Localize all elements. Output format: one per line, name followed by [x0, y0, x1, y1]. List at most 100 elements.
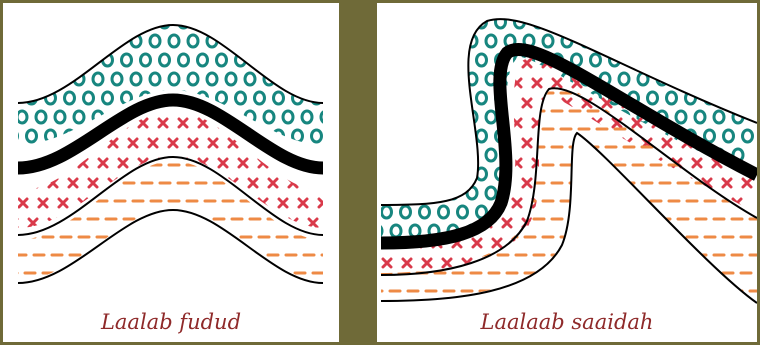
circle-symbol — [245, 225, 255, 237]
cross-symbol — [119, 279, 127, 287]
bottom-boundary-line — [18, 210, 323, 283]
cross-symbol — [329, 219, 337, 227]
circle-symbol — [3, 3, 8, 9]
circle-symbol — [179, 168, 189, 180]
circle-symbol — [150, 225, 160, 237]
cross-symbol — [403, 139, 411, 147]
circle-symbol — [667, 54, 677, 66]
cross-symbol — [99, 3, 107, 7]
cross-symbol — [493, 239, 501, 247]
circle-symbol — [391, 149, 401, 161]
cross-symbol — [433, 3, 441, 7]
circle-symbol — [591, 206, 601, 218]
circle-symbol — [3, 73, 8, 85]
circle-symbol — [581, 111, 591, 123]
cross-symbol — [289, 179, 297, 187]
circle-symbol — [458, 206, 468, 218]
circle-symbol — [382, 54, 392, 66]
cross-symbol — [3, 239, 7, 247]
circle-symbol — [255, 92, 265, 104]
circle-symbol — [401, 16, 411, 28]
cross-symbol — [249, 19, 257, 27]
circle-symbol — [420, 130, 430, 142]
cross-symbol — [463, 59, 471, 67]
cross-symbol — [723, 259, 731, 267]
cross-symbol — [433, 279, 441, 287]
circle-symbol — [321, 35, 331, 47]
circle-symbol — [524, 3, 534, 9]
cross-symbol — [209, 259, 217, 267]
cross-symbol — [259, 239, 267, 247]
circle-symbol — [600, 225, 610, 237]
circle-symbol — [8, 16, 18, 28]
cross-symbol — [603, 259, 611, 267]
circle-symbol — [439, 16, 449, 28]
cross-symbol — [377, 119, 381, 127]
cross-symbol — [673, 3, 681, 7]
cross-symbol — [279, 239, 287, 247]
circle-symbol — [377, 73, 382, 85]
circle-symbol — [122, 92, 132, 104]
circle-symbol — [676, 263, 686, 275]
cross-symbol — [453, 3, 461, 7]
cross-symbol — [179, 119, 187, 127]
cross-symbol — [633, 239, 641, 247]
circle-symbol — [553, 130, 563, 142]
circle-symbol — [429, 73, 439, 85]
cross-symbol — [423, 99, 431, 107]
circle-symbol — [331, 168, 340, 180]
circle-symbol — [302, 187, 312, 199]
circle-symbol — [255, 54, 265, 66]
cross-symbol — [79, 159, 87, 167]
circle-symbol — [264, 35, 274, 47]
cross-symbol — [383, 179, 391, 187]
circle-symbol — [524, 111, 534, 123]
cross-symbol — [329, 299, 337, 307]
cross-symbol — [413, 279, 421, 287]
cross-symbol — [453, 39, 461, 47]
cross-symbol — [89, 179, 97, 187]
cross-symbol — [189, 59, 197, 67]
circle-symbol — [486, 111, 496, 123]
caption-left: Laalab fudud — [3, 310, 339, 334]
circle-symbol — [657, 3, 667, 9]
cross-symbol — [299, 239, 307, 247]
circle-symbol — [591, 130, 601, 142]
circle-symbol — [733, 3, 743, 9]
circle-symbol — [103, 16, 113, 28]
cross-symbol — [3, 279, 7, 287]
cross-symbol — [393, 279, 401, 287]
cross-symbol — [553, 3, 561, 7]
cross-symbol — [219, 159, 227, 167]
cross-symbol — [623, 259, 631, 267]
circle-symbol — [207, 149, 217, 161]
cross-symbol — [139, 279, 147, 287]
circle-symbol — [74, 187, 84, 199]
circle-symbol — [331, 16, 340, 28]
cross-symbol — [563, 99, 571, 107]
circle-symbol — [169, 149, 179, 161]
cross-symbol — [289, 299, 297, 307]
circle-symbol — [141, 54, 151, 66]
circle-symbol — [667, 244, 677, 256]
circle-symbol — [638, 35, 648, 47]
cross-symbol — [523, 59, 531, 67]
circle-symbol — [93, 35, 103, 47]
cross-symbol — [663, 59, 671, 67]
circle-symbol — [283, 187, 293, 199]
circle-symbol — [274, 16, 284, 28]
circle-symbol — [581, 263, 591, 275]
circle-symbol — [377, 3, 382, 9]
cross-symbol — [423, 59, 431, 67]
circle-symbol — [401, 206, 411, 218]
circle-symbol — [65, 16, 75, 28]
circle-symbol — [543, 111, 553, 123]
cross-symbol — [593, 3, 601, 7]
cross-symbol — [169, 259, 177, 267]
cross-symbol — [3, 79, 7, 87]
circle-symbol — [17, 3, 27, 9]
circle-symbol — [448, 149, 458, 161]
circle-symbol — [274, 282, 284, 294]
cross-symbol — [309, 19, 317, 27]
circle-symbol — [648, 244, 658, 256]
